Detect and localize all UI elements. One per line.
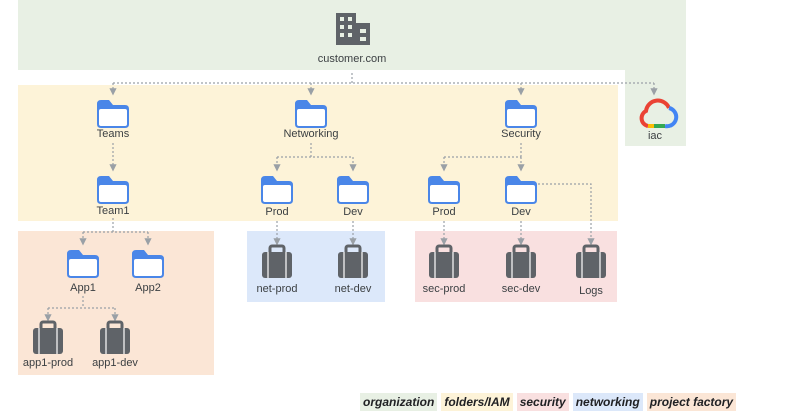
building-icon	[336, 13, 370, 45]
net-dev-project-label: net-dev	[334, 283, 372, 295]
legend-networking: networking	[572, 393, 643, 411]
app1-folder-label: App1	[70, 282, 96, 294]
iac-region	[625, 70, 686, 146]
net-prod-project-label: net-prod	[256, 283, 298, 295]
google-cloud-icon	[639, 98, 679, 129]
sec-dev-folder-label: Dev	[511, 206, 531, 218]
sec-prod-folder-label: Prod	[432, 206, 456, 218]
org-label: customer.com	[317, 53, 387, 65]
legend-project-factory: project factory	[646, 393, 737, 411]
iac-label: iac	[647, 130, 663, 142]
app2-folder-label: App2	[135, 282, 161, 294]
security-folder-label: Security	[501, 128, 541, 140]
sec-prod-project-label: sec-prod	[422, 283, 466, 295]
net-prod-folder-label: Prod	[265, 206, 289, 218]
networking-folder-label: Networking	[283, 128, 339, 140]
legend-security: security	[516, 393, 569, 411]
legend: organization folders/IAM security networ…	[360, 392, 740, 412]
legend-folders-iam: folders/IAM	[441, 393, 513, 411]
legend-organization: organization	[360, 393, 438, 411]
net-dev-folder-label: Dev	[343, 206, 363, 218]
teams-folder-label: Teams	[96, 128, 130, 140]
app1-dev-project-label: app1-dev	[92, 357, 138, 369]
sec-dev-project-label: sec-dev	[501, 283, 541, 295]
team1-folder-label: Team1	[96, 205, 130, 217]
app1-prod-project-label: app1-prod	[22, 357, 74, 369]
logs-project-label: Logs	[579, 285, 603, 297]
